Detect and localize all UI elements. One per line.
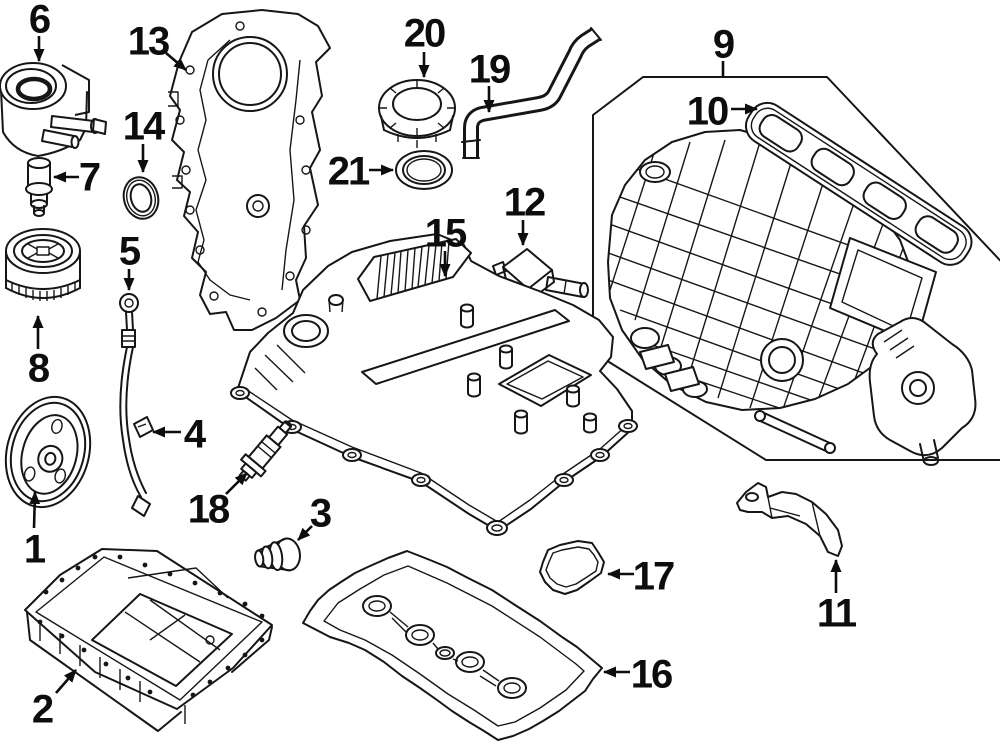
callout-number-oil-pan: 2	[32, 687, 53, 731]
callout-number-dipstick: 5	[119, 229, 141, 273]
callout-number-oil-pressure-switch: 18	[188, 487, 230, 531]
callout-number-oil-control-valve: 12	[504, 180, 545, 224]
oil-pan-drawing	[24, 548, 273, 732]
oil-control-valve-drawing	[492, 248, 589, 301]
callout-arrow-oil-pan	[55, 669, 77, 694]
callout-number-valve-cover: 15	[425, 211, 467, 255]
dipstick-drawing	[119, 293, 154, 517]
crankshaft-pulley-drawing	[4, 395, 92, 509]
oil-cooler-drawing	[0, 62, 107, 157]
support-bracket-drawing	[736, 482, 843, 557]
filler-cap-seal-drawing	[395, 150, 453, 190]
callout-number-valve-cover-gasket: 16	[631, 652, 672, 696]
callout-number-intake-manifold-gasket: 10	[687, 89, 728, 133]
valve-cover-gasket-drawing	[302, 550, 603, 741]
oil-filler-cap-drawing	[378, 79, 456, 148]
oil-filter-drawing	[5, 228, 81, 301]
throttle-actuator-drawing	[868, 317, 977, 466]
oil-pan-bolt-holes	[37, 554, 265, 698]
callout-number-oil-filler-cap: 20	[404, 11, 445, 55]
callout-number-crankshaft-pulley: 1	[24, 527, 46, 571]
callout-arrow-oil-pressure-switch	[225, 472, 248, 495]
valve-cover-bolt-towers	[460, 303, 597, 435]
callout-number-timing-cover: 13	[128, 19, 169, 63]
callout-number-oil-drain-plug: 3	[310, 491, 331, 535]
callout-number-support-bracket: 11	[817, 591, 857, 635]
callout-arrow-oil-drain-plug	[297, 525, 313, 541]
callout-number-intake-manifold-assembly: 9	[713, 22, 734, 66]
intake-manifold-assembly-box	[592, 76, 1000, 461]
oil-cooler-connector-drawing	[25, 157, 53, 217]
callout-number-valve-cover-end-gasket: 17	[633, 554, 674, 598]
callout-arrow-timing-cover	[165, 52, 187, 71]
valve-cover-flange-bolts	[230, 386, 638, 536]
callout-arrow-crankshaft-pulley	[29, 491, 41, 529]
callout-number-breather-hose: 19	[469, 47, 510, 91]
gasket-tube-seals	[362, 595, 527, 699]
callout-number-crankshaft-front-seal: 14	[123, 104, 166, 148]
callout-number-engine-oil-cooler: 6	[29, 0, 50, 41]
valve-cover-drawing	[230, 233, 638, 536]
timing-cover-drawing	[168, 9, 331, 331]
callout-number-filler-cap-seal: 21	[328, 149, 370, 193]
oil-pressure-switch-drawing	[238, 420, 293, 482]
callout-number-oil-cooler-connector: 7	[79, 155, 100, 199]
callout-number-oil-filter: 8	[28, 346, 50, 390]
crankshaft-seal-drawing	[122, 176, 160, 220]
callout-number-dipstick-tube: 4	[184, 412, 207, 456]
dipstick-tube-clip	[133, 416, 154, 438]
breather-hose-drawing	[461, 27, 602, 159]
drain-plug-drawing	[254, 537, 301, 572]
valve-cover-end-gasket-drawing	[539, 540, 605, 595]
